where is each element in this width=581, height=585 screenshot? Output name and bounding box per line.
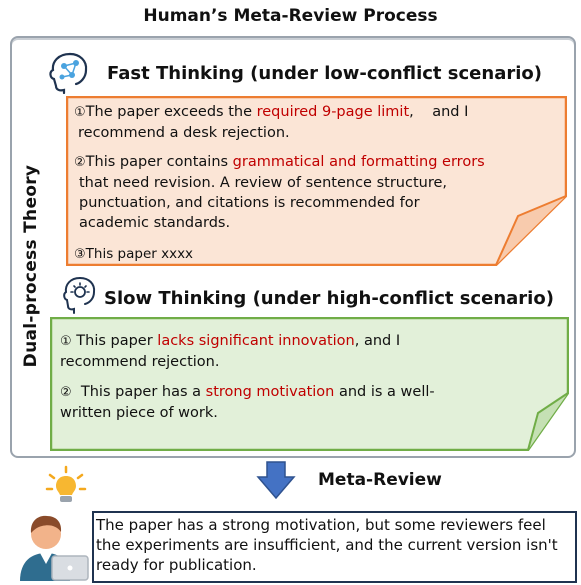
fast-item-3: ③This paper xxxx	[74, 244, 193, 265]
side-title: Dual-process Theory	[14, 150, 48, 382]
fast-item-2: ②This paper contains grammatical and for…	[74, 154, 485, 231]
item-number: ③	[74, 247, 86, 262]
item-number: ①	[60, 334, 72, 349]
slow-thinking-heading: Slow Thinking (under high-conflict scena…	[104, 288, 554, 309]
fast-item-1: ①The paper exceeds the required 9-page l…	[74, 104, 469, 141]
brain-network-icon	[49, 52, 88, 94]
highlight-text: required 9-page limit	[256, 104, 410, 120]
diagram-title: Human’s Meta-Review Process	[143, 6, 438, 26]
meta-review-title: Meta-Review	[318, 470, 442, 490]
item-number: ②	[74, 155, 86, 170]
person-laptop-icon	[20, 515, 89, 581]
arrow-down-icon	[256, 461, 296, 499]
item-number: ②	[60, 385, 72, 400]
highlight-text: strong motivation	[205, 384, 335, 400]
item-number: ①	[74, 105, 86, 120]
slow-item-1: ① This paper lacks significant innovatio…	[60, 333, 401, 370]
highlight-text: grammatical and formatting errors	[232, 154, 485, 170]
fast-thinking-box	[66, 96, 567, 266]
fast-thinking-heading: Fast Thinking (under low-conflict scenar…	[107, 63, 542, 84]
slow-thinking-box	[50, 317, 569, 451]
highlight-text: lacks significant innovation	[157, 333, 355, 349]
side-title-text: Dual-process Theory	[21, 164, 41, 368]
fast-thinking-content: ①The paper exceeds the required 9-page l…	[74, 102, 564, 267]
lightbulb-icon	[45, 465, 87, 502]
meta-review-text: The paper has a strong motivation, but s…	[96, 516, 558, 574]
meta-review-box	[92, 511, 577, 583]
slow-thinking-content: ① This paper lacks significant innovatio…	[60, 331, 565, 446]
slow-item-2: ② This paper has a strong motivation and…	[60, 384, 435, 421]
brain-lightbulb-icon	[63, 277, 96, 314]
